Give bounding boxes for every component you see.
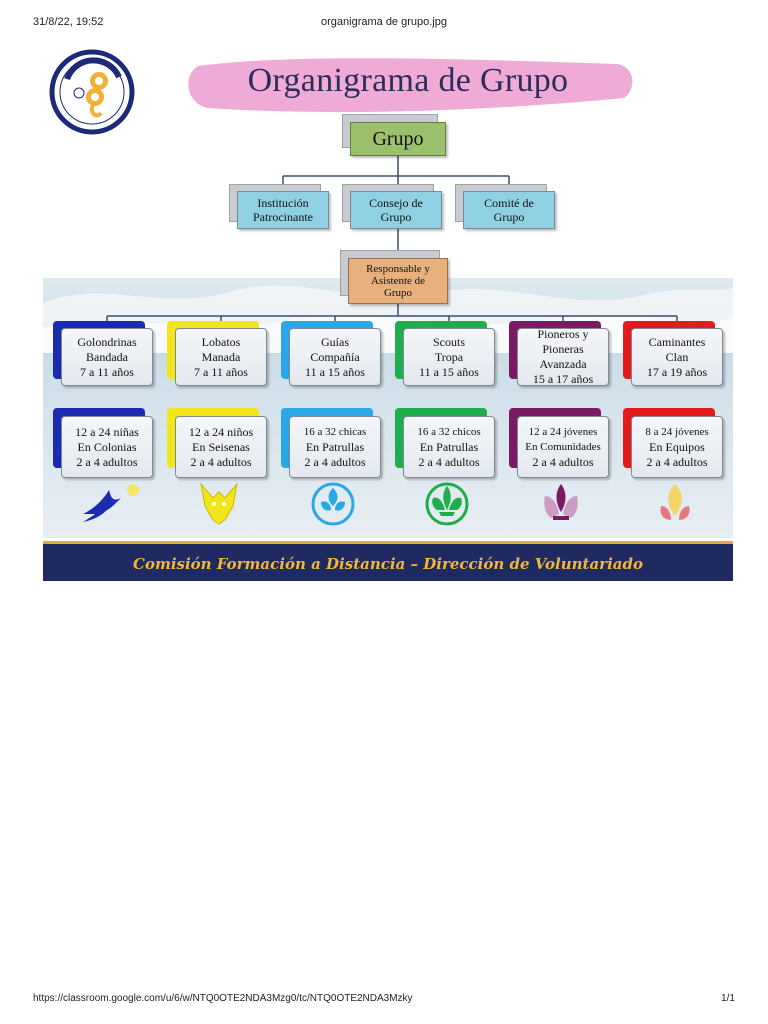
section-lower-line: 8 a 24 jóvenes	[645, 425, 709, 438]
section-upper-line: Clan	[665, 349, 689, 364]
section-upper-line: 11 a 15 años	[305, 364, 365, 379]
section-upper-line: Caminantes	[648, 334, 706, 349]
chart-title: Organigrama de Grupo	[247, 62, 569, 99]
swallow-icon	[81, 480, 139, 530]
print-url: https://classroom.google.com/u/6/w/NTQ0O…	[33, 993, 413, 1004]
section-upper-line: 7 a 11 años	[80, 364, 134, 379]
fleur-de-lis-icon	[423, 480, 479, 530]
section-lower-line: 2 a 4 adultos	[190, 454, 252, 469]
section-lower-line: 12 a 24 jóvenes	[528, 425, 598, 438]
section-upper-line: 7 a 11 años	[194, 364, 248, 379]
section-lower-line: 12 a 24 niñas	[75, 424, 139, 439]
section-upper-line: 15 a 17 años	[532, 372, 594, 386]
section-upper-line: 17 a 19 años	[646, 364, 708, 379]
section-lower-line: 2 a 4 adultos	[76, 454, 138, 469]
section-upper-line: Compañía	[310, 349, 360, 364]
section-upper-line: Scouts	[432, 334, 465, 349]
section-lower-line: En Patrullas	[305, 439, 365, 454]
trefoil-icon	[309, 480, 365, 530]
pioneer-emblem-icon	[537, 480, 593, 530]
section-lower-line: 2 a 4 adultos	[418, 454, 480, 469]
section-upper-line: Avanzada	[539, 357, 587, 371]
section-lower-line: En Comunidades	[525, 440, 601, 453]
flame-emblem-icon	[651, 480, 707, 530]
footer-band: Comisión Formación a Distancia – Direcci…	[43, 541, 733, 581]
print-title: organigrama de grupo.jpg	[321, 16, 447, 28]
section-lower-line: En Seisenas	[192, 439, 250, 454]
section-upper-line: Golondrinas	[77, 334, 137, 349]
section-lower-line: 16 a 32 chicas	[303, 425, 367, 438]
section-upper-line: Manada	[201, 349, 241, 364]
wolf-icon	[195, 480, 251, 530]
section-lower-line: En Colonias	[77, 439, 137, 454]
section-upper-line: 11 a 15 años	[419, 364, 479, 379]
section-upper-line: Bandada	[86, 349, 128, 364]
section-lower-line: 2 a 4 adultos	[532, 454, 594, 469]
section-upper-line: Tropa	[434, 349, 464, 364]
section-lower-line: En Equipos	[649, 439, 705, 454]
section-lower-line: 16 a 32 chicos	[417, 425, 481, 438]
print-page-number: 1/1	[721, 993, 735, 1004]
footer-credit: Comisión Formación a Distancia – Direcci…	[133, 555, 643, 573]
section-lower-line: 12 a 24 niños	[188, 424, 254, 439]
print-date: 31/8/22, 19:52	[33, 16, 104, 28]
section-lower-line: 2 a 4 adultos	[646, 454, 708, 469]
node-grupo: Grupo	[350, 122, 446, 156]
section-lower-line: 2 a 4 adultos	[304, 454, 366, 469]
scout-national-courses-logo	[49, 49, 135, 135]
title-brush-stroke	[188, 58, 633, 113]
section-upper-line: Pioneras	[542, 342, 584, 356]
section-upper-line: Guías	[321, 334, 349, 349]
section-upper-line: Pioneros y	[537, 327, 589, 341]
section-lower-line: En Patrullas	[419, 439, 479, 454]
section-upper-line: Lobatos	[201, 334, 241, 349]
